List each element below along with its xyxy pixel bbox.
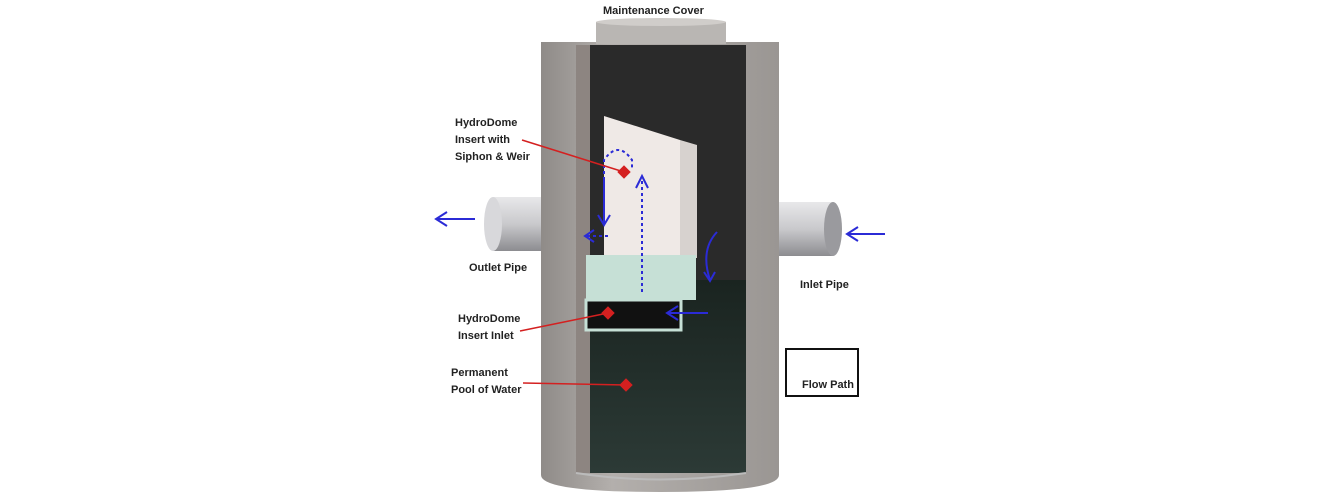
insert-siphon-label: HydroDome Insert with Siphon & Weir: [455, 115, 530, 166]
outlet-pipe-label: Outlet Pipe: [469, 262, 528, 274]
callout-lines: [519, 139, 633, 392]
inlet-pipe-label: Inlet Pipe: [800, 279, 849, 291]
label-line: Pool of Water: [451, 384, 522, 396]
label-line: HydroDome: [455, 117, 518, 129]
maintenance-cover: [596, 18, 726, 44]
pool-label: Permanent Pool of Water: [451, 365, 521, 399]
insert-inlet-label: HydroDome Insert Inlet: [458, 311, 520, 345]
label-line: Insert Inlet: [458, 330, 514, 342]
maintenance-cover-label: Maintenance Cover: [603, 5, 704, 17]
label-line: Permanent: [451, 367, 508, 379]
flow-path-label: Flow Path: [802, 379, 854, 391]
flow-path-legend: [785, 348, 859, 397]
label-line: Insert with: [455, 134, 511, 146]
label-line: HydroDome: [458, 313, 521, 325]
label-line: Siphon & Weir: [455, 151, 530, 163]
